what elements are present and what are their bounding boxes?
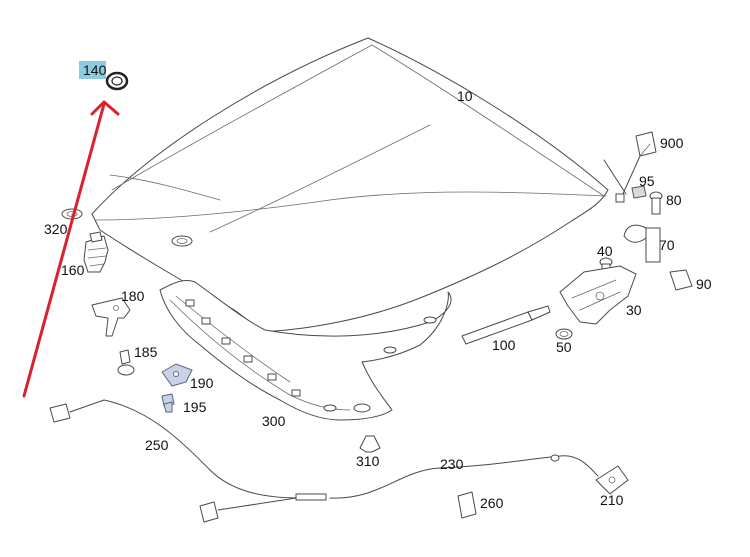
callout-195[interactable]: 195 (183, 399, 207, 415)
callout-90[interactable]: 90 (696, 276, 712, 292)
clip-310-drawing (359, 435, 381, 453)
washer-140-drawing (105, 71, 129, 91)
callout-250[interactable]: 250 (145, 437, 169, 453)
callout-900[interactable]: 900 (660, 135, 684, 151)
callout-30[interactable]: 30 (626, 302, 642, 318)
clip-90-drawing (669, 269, 693, 291)
bowden-cable-250-drawing (49, 399, 327, 523)
callout-260[interactable]: 260 (480, 495, 504, 511)
bracket-190-drawing (161, 363, 193, 387)
callout-160[interactable]: 160 (61, 262, 85, 278)
callout-190[interactable]: 190 (190, 375, 214, 391)
gas-strut-100-drawing (461, 305, 551, 345)
callout-210[interactable]: 210 (600, 492, 624, 508)
callout-140[interactable]: 140 (83, 62, 107, 78)
callout-70[interactable]: 70 (659, 237, 675, 253)
callout-310[interactable]: 310 (356, 453, 380, 469)
buffer-160-drawing (83, 231, 109, 273)
callout-40[interactable]: 40 (597, 243, 613, 259)
bolt-80-drawing (649, 191, 663, 215)
sensor-900-drawing (603, 131, 657, 203)
callouts: 140 10 900 95 80 70 40 90 30 100 50 320 … (44, 62, 712, 511)
callout-80[interactable]: 80 (666, 192, 682, 208)
grommet-50-drawing (555, 328, 573, 340)
lock-30-drawing (559, 265, 637, 325)
bowden-cable-230-drawing (329, 454, 599, 499)
callout-300[interactable]: 300 (262, 413, 286, 429)
callout-10[interactable]: 10 (457, 88, 473, 104)
clip-260-drawing (457, 491, 477, 519)
front-seal-drawing (159, 279, 452, 421)
bolt-185-drawing (117, 349, 135, 376)
handle-210-drawing (595, 465, 629, 495)
callout-320[interactable]: 320 (44, 221, 68, 237)
callout-50[interactable]: 50 (556, 339, 572, 355)
switch-70-drawing (623, 224, 661, 263)
callout-185[interactable]: 185 (134, 344, 158, 360)
bracket-180-drawing (91, 297, 131, 337)
callout-230[interactable]: 230 (440, 456, 464, 472)
callout-100[interactable]: 100 (492, 337, 516, 353)
clip-95-drawing (631, 185, 647, 199)
callout-95[interactable]: 95 (639, 173, 655, 189)
highlight-arrow (22, 100, 120, 398)
callout-180[interactable]: 180 (121, 288, 145, 304)
highlight-box-140 (79, 61, 106, 79)
bolt-195-drawing (161, 393, 175, 413)
